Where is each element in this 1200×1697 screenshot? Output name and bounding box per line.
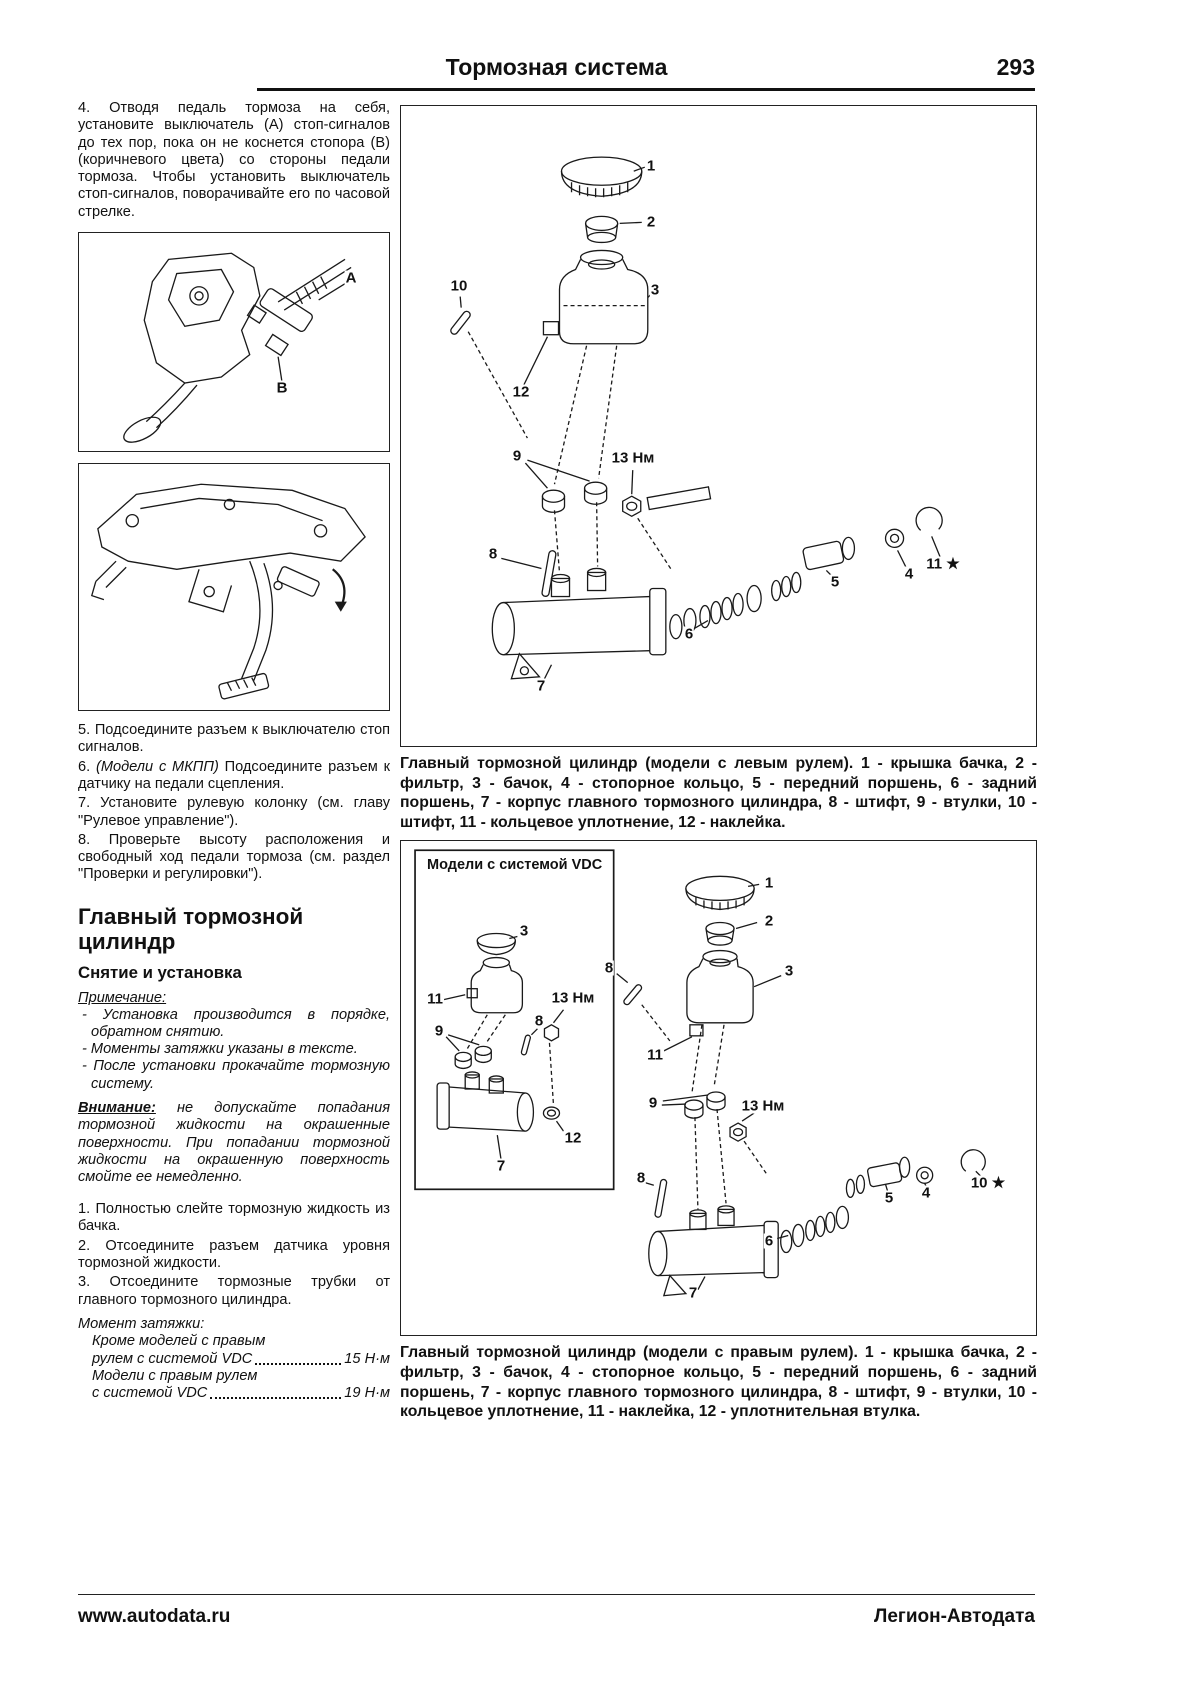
torque-block: Момент затяжки: Кроме моделей с правым р… xyxy=(78,1316,390,1402)
callout-part: 1 xyxy=(645,157,657,175)
step-paragraph-6: 6. (Модели с МКПП) Подсоедините разъем к… xyxy=(78,759,390,794)
callout-part: 11 xyxy=(646,1046,664,1064)
callout-part: 3 xyxy=(649,281,661,299)
callout-part: 5 xyxy=(883,1189,895,1207)
step6-text: Подсоедините разъем к датчику на педали … xyxy=(78,758,390,792)
figure-master-cylinder-lhd: 1 2 3 10 12 9 13 Нм 8 7 6 5 4 11 ★ xyxy=(400,105,1037,747)
callout-part: 4 xyxy=(903,565,915,583)
callout-part: 8 xyxy=(533,1012,545,1030)
callout-part: 12 xyxy=(563,1129,583,1147)
step-paragraph-2: 2. Отсоедините разъем датчика уровня тор… xyxy=(78,1237,390,1272)
note-item: - Моменты затяжки указаны в тексте. xyxy=(82,1041,358,1058)
callout-part: 1 xyxy=(763,874,775,892)
callout-torque: 13 Нм xyxy=(550,989,596,1007)
callout-part: 7 xyxy=(495,1157,507,1175)
step6-model-note: (Модели с МКПП) xyxy=(95,758,219,775)
callout-part: 8 xyxy=(635,1169,647,1187)
callout-part: 12 xyxy=(511,383,531,401)
callout-part: 8 xyxy=(487,545,499,563)
callout-part-star: 11 ★ xyxy=(925,555,961,573)
step-paragraph-8: 8. Проверьте высоту расположения и свобо… xyxy=(78,831,390,883)
callout-part: 10 xyxy=(449,277,469,295)
page-header: Тормозная система 293 xyxy=(78,54,1035,81)
steps-5-8: 5. Подсоедините разъем к выключателю сто… xyxy=(78,722,390,884)
dotted-leader xyxy=(255,1362,342,1365)
right-column: 1 2 3 10 12 9 13 Нм 8 7 6 5 4 11 ★ Главн… xyxy=(400,105,1037,1422)
header-rule xyxy=(257,88,1035,91)
torque-spec-line2: рулем с системой VDC 15 Н·м xyxy=(92,1351,390,1368)
step-paragraph-5: 5. Подсоедините разъем к выключателю сто… xyxy=(78,722,390,756)
torque-spec-text: с системой VDC xyxy=(92,1385,208,1402)
callout-part: 9 xyxy=(511,447,523,465)
callout-part: 6 xyxy=(683,625,695,643)
left-column: 4. Отводя педаль тормоза на себя, устано… xyxy=(78,100,390,1402)
caption-rhd: Главный тормозной цилиндр (модели с прав… xyxy=(400,1344,1037,1421)
callout-part-star: 10 ★ xyxy=(969,1174,1007,1192)
footer-site: www.autodata.ru xyxy=(78,1606,231,1627)
callout-part: 7 xyxy=(535,677,547,695)
master-cylinder-rhd-drawing xyxy=(414,849,986,1297)
subsection-heading: Снятие и установка xyxy=(78,962,242,982)
torque-spec-line1: Модели с правым рулем xyxy=(92,1367,258,1384)
pedal-switch-drawing xyxy=(123,252,352,443)
caption-lhd: Главный тормозной цилиндр (модели с левы… xyxy=(400,755,1037,831)
vdc-inset-label: Модели с системой VDC xyxy=(427,857,603,874)
step-paragraph-1: 1. Полностью слейте тормозную жидкость и… xyxy=(78,1201,390,1235)
note-item: - После установки прокачайте тормозную с… xyxy=(82,1058,390,1092)
step-paragraph-4: 4. Отводя педаль тормоза на себя, устано… xyxy=(78,100,390,220)
warning-label: Внимание: xyxy=(78,1100,156,1117)
callout-part: 2 xyxy=(645,213,657,231)
torque-spec: Модели с правым рулем с системой VDC 19 Н… xyxy=(78,1368,390,1403)
callout-part: 2 xyxy=(763,912,775,930)
note-block: Примечание: - Установка производится в п… xyxy=(78,989,390,1093)
callout-part: 3 xyxy=(518,922,530,940)
warning-text: не допускайте попадания тормозной жидкос… xyxy=(78,1100,390,1186)
torque-value: 19 Н·м xyxy=(344,1385,390,1402)
callout-switch-a: A xyxy=(344,269,358,287)
callout-torque: 13 Нм xyxy=(610,449,656,467)
page-number: 293 xyxy=(996,54,1035,80)
torque-label: Момент затяжки: xyxy=(78,1315,205,1332)
figure-pedal-switch: A B xyxy=(78,232,390,453)
pedal-assembly-drawing xyxy=(90,483,366,700)
torque-spec-line2: с системой VDC 19 Н·м xyxy=(92,1385,390,1402)
note-label: Примечание: xyxy=(78,989,167,1006)
callout-stopper-b: B xyxy=(275,379,289,397)
callout-part: 11 xyxy=(426,990,444,1008)
warning-block: Внимание: не допускайте попадания тормоз… xyxy=(78,1100,390,1186)
step6-number: 6. xyxy=(78,758,96,775)
callout-part: 5 xyxy=(829,573,841,591)
footer-publisher: Легион-Автодата xyxy=(874,1606,1035,1627)
torque-value: 15 Н·м xyxy=(344,1350,390,1367)
callout-part: 6 xyxy=(763,1232,775,1250)
callout-part: 9 xyxy=(647,1094,659,1112)
master-cylinder-lhd-drawing xyxy=(450,156,943,682)
callout-part: 3 xyxy=(783,962,795,980)
figure-pedal-assembly xyxy=(78,463,390,712)
torque-spec: Кроме моделей с правым рулем с системой … xyxy=(78,1333,390,1368)
torque-spec-line1: Кроме моделей с правым xyxy=(92,1333,266,1350)
dotted-leader xyxy=(210,1397,342,1400)
figure-master-cylinder-rhd: Модели с системой VDC 1 2 3 8 11 9 13 Нм… xyxy=(400,840,1037,1337)
step-paragraph-3: 3. Отсоедините тормозные трубки от главн… xyxy=(78,1274,390,1308)
callout-part: 4 xyxy=(920,1184,932,1202)
callout-part: 9 xyxy=(433,1022,445,1040)
page-footer: www.autodata.ru Легион-Автодата xyxy=(78,1594,1035,1628)
callout-part: 7 xyxy=(687,1284,699,1302)
steps-1-3: 1. Полностью слейте тормозную жидкость и… xyxy=(78,1201,390,1309)
step-paragraph-7: 7. Установите рулевую колонку (см. главу… xyxy=(78,795,390,829)
torque-spec-text: рулем с системой VDC xyxy=(92,1350,253,1367)
section-heading: Главный тормозной цилиндр xyxy=(78,903,304,955)
callout-torque: 13 Нм xyxy=(740,1097,786,1115)
page-title: Тормозная система xyxy=(445,54,668,80)
callout-part: 8 xyxy=(603,959,615,977)
note-item: - Установка производится в порядке, обра… xyxy=(82,1006,390,1040)
